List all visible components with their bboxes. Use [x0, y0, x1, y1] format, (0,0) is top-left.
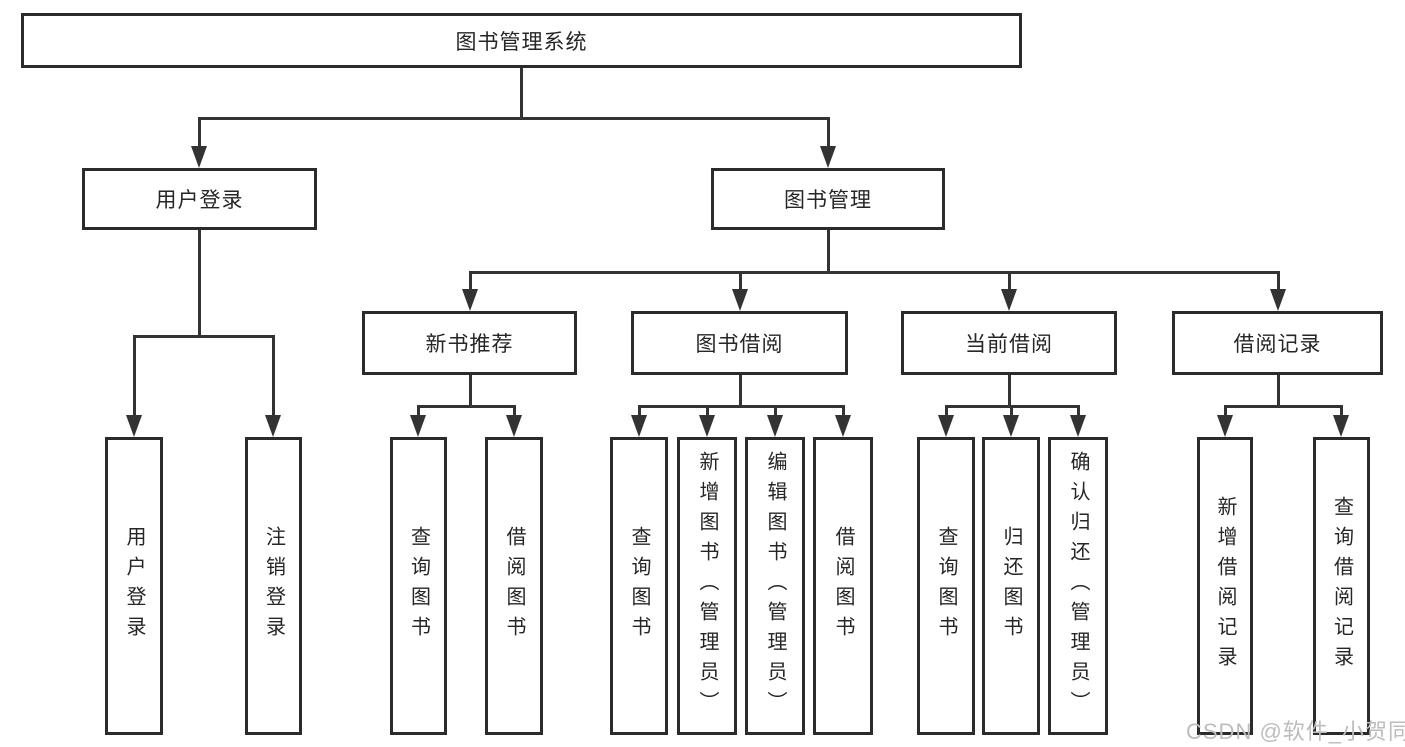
leaf-user-login: 用户登录	[105, 437, 163, 735]
node-library-management-system: 图书管理系统	[21, 13, 1022, 68]
node-label: 用户登录	[155, 189, 244, 212]
arrowhead-icon	[699, 415, 715, 437]
connector-line	[417, 405, 420, 423]
node-label: 新书推荐	[425, 333, 514, 356]
leaf-label: 用户登录	[123, 526, 145, 646]
connector-line	[827, 230, 830, 274]
leaf-nbr-query-books: 查询图书	[390, 437, 447, 735]
csdn-watermark: CSDN @软件_小贺同学	[1186, 719, 1405, 744]
leaf-label: 查询借阅记录	[1330, 496, 1353, 676]
arrowhead-icon	[410, 415, 426, 437]
connector-line	[706, 405, 709, 423]
arrowhead-icon	[1270, 289, 1286, 311]
connector-line	[1008, 271, 1011, 297]
node-new-book-recommend: 新书推荐	[362, 311, 577, 375]
leaf-br-query-borrow-record: 查询借阅记录	[1313, 437, 1370, 735]
connector-line	[133, 335, 275, 338]
arrowhead-icon	[631, 415, 647, 437]
connector-line	[1224, 405, 1227, 423]
connector-line	[133, 335, 136, 423]
arrowhead-icon	[191, 146, 207, 168]
leaf-label: 借阅图书	[832, 526, 854, 646]
leaf-cb-query-books: 查询图书	[917, 437, 975, 735]
arrowhead-icon	[506, 415, 522, 437]
connector-line	[1340, 405, 1343, 423]
connector-line	[469, 375, 472, 408]
node-label: 图书借阅	[695, 333, 784, 356]
connector-line	[945, 405, 948, 423]
arrowhead-icon	[820, 146, 836, 168]
node-label: 当前借阅	[965, 333, 1053, 356]
connector-line	[827, 117, 830, 154]
leaf-label: 借阅图书	[503, 526, 525, 646]
node-user-login: 用户登录	[82, 168, 317, 230]
leaf-label: 编辑图书（管理员）	[764, 451, 786, 721]
connector-line	[638, 405, 845, 408]
leaf-nbr-borrow-books: 借阅图书	[485, 437, 543, 735]
connector-line	[1008, 375, 1011, 408]
leaf-label: 查询图书	[407, 526, 430, 646]
arrowhead-icon	[462, 289, 478, 311]
leaf-cb-return-books: 归还图书	[982, 437, 1040, 735]
arrowhead-icon	[265, 415, 281, 437]
connector-line	[1224, 405, 1343, 408]
arrowhead-icon	[835, 415, 851, 437]
leaf-label: 归还图书	[1000, 526, 1022, 646]
leaf-cb-confirm-return-admin: 确认归还（管理员）	[1048, 437, 1108, 735]
node-book-management: 图书管理	[711, 168, 945, 230]
connector-line	[417, 405, 516, 408]
connector-line	[272, 335, 275, 423]
connector-line	[198, 230, 201, 338]
arrowhead-icon	[938, 415, 954, 437]
leaf-logout: 注销登录	[245, 437, 302, 735]
connector-line	[739, 375, 742, 408]
leaf-label: 新增借阅记录	[1214, 496, 1236, 676]
arrowhead-icon	[1217, 415, 1233, 437]
arrowhead-icon	[767, 415, 783, 437]
leaf-bb-edit-books-admin: 编辑图书（管理员）	[745, 437, 805, 735]
connector-line	[198, 117, 830, 120]
leaf-bb-borrow-books: 借阅图书	[813, 437, 873, 735]
connector-line	[469, 271, 1280, 274]
leaf-label: 新增图书（管理员）	[696, 451, 718, 721]
arrowhead-icon	[126, 415, 142, 437]
leaf-bb-query-books: 查询图书	[610, 437, 668, 735]
node-current-borrowing: 当前借阅	[901, 311, 1117, 375]
arrowhead-icon	[1001, 289, 1017, 311]
leaf-br-add-borrow-record: 新增借阅记录	[1197, 437, 1253, 735]
connector-line	[198, 117, 201, 154]
connector-line	[513, 405, 516, 423]
connector-line	[1010, 405, 1013, 423]
connector-line	[842, 405, 845, 423]
connector-line	[1077, 405, 1080, 423]
node-borrowing-records: 借阅记录	[1172, 311, 1383, 375]
arrowhead-icon	[1333, 415, 1349, 437]
connector-line	[1277, 271, 1280, 297]
node-book-borrowing: 图书借阅	[631, 311, 848, 375]
arrowhead-icon	[1003, 415, 1019, 437]
leaf-label: 确认归还（管理员）	[1067, 451, 1089, 721]
connector-line	[469, 271, 472, 297]
connector-line	[739, 271, 742, 297]
connector-line	[638, 405, 641, 423]
connector-line	[520, 68, 523, 120]
node-label: 图书管理	[784, 189, 872, 212]
leaf-label: 查询图书	[935, 526, 957, 646]
leaf-bb-add-books-admin: 新增图书（管理员）	[677, 437, 737, 735]
leaf-label: 注销登录	[262, 526, 285, 646]
node-label: 图书管理系统	[455, 30, 588, 54]
arrowhead-icon	[732, 289, 748, 311]
node-label: 借阅记录	[1233, 333, 1322, 356]
leaf-label: 查询图书	[628, 526, 650, 646]
arrowhead-icon	[1070, 415, 1086, 437]
connector-line	[1277, 375, 1280, 408]
connector-line	[774, 405, 777, 423]
